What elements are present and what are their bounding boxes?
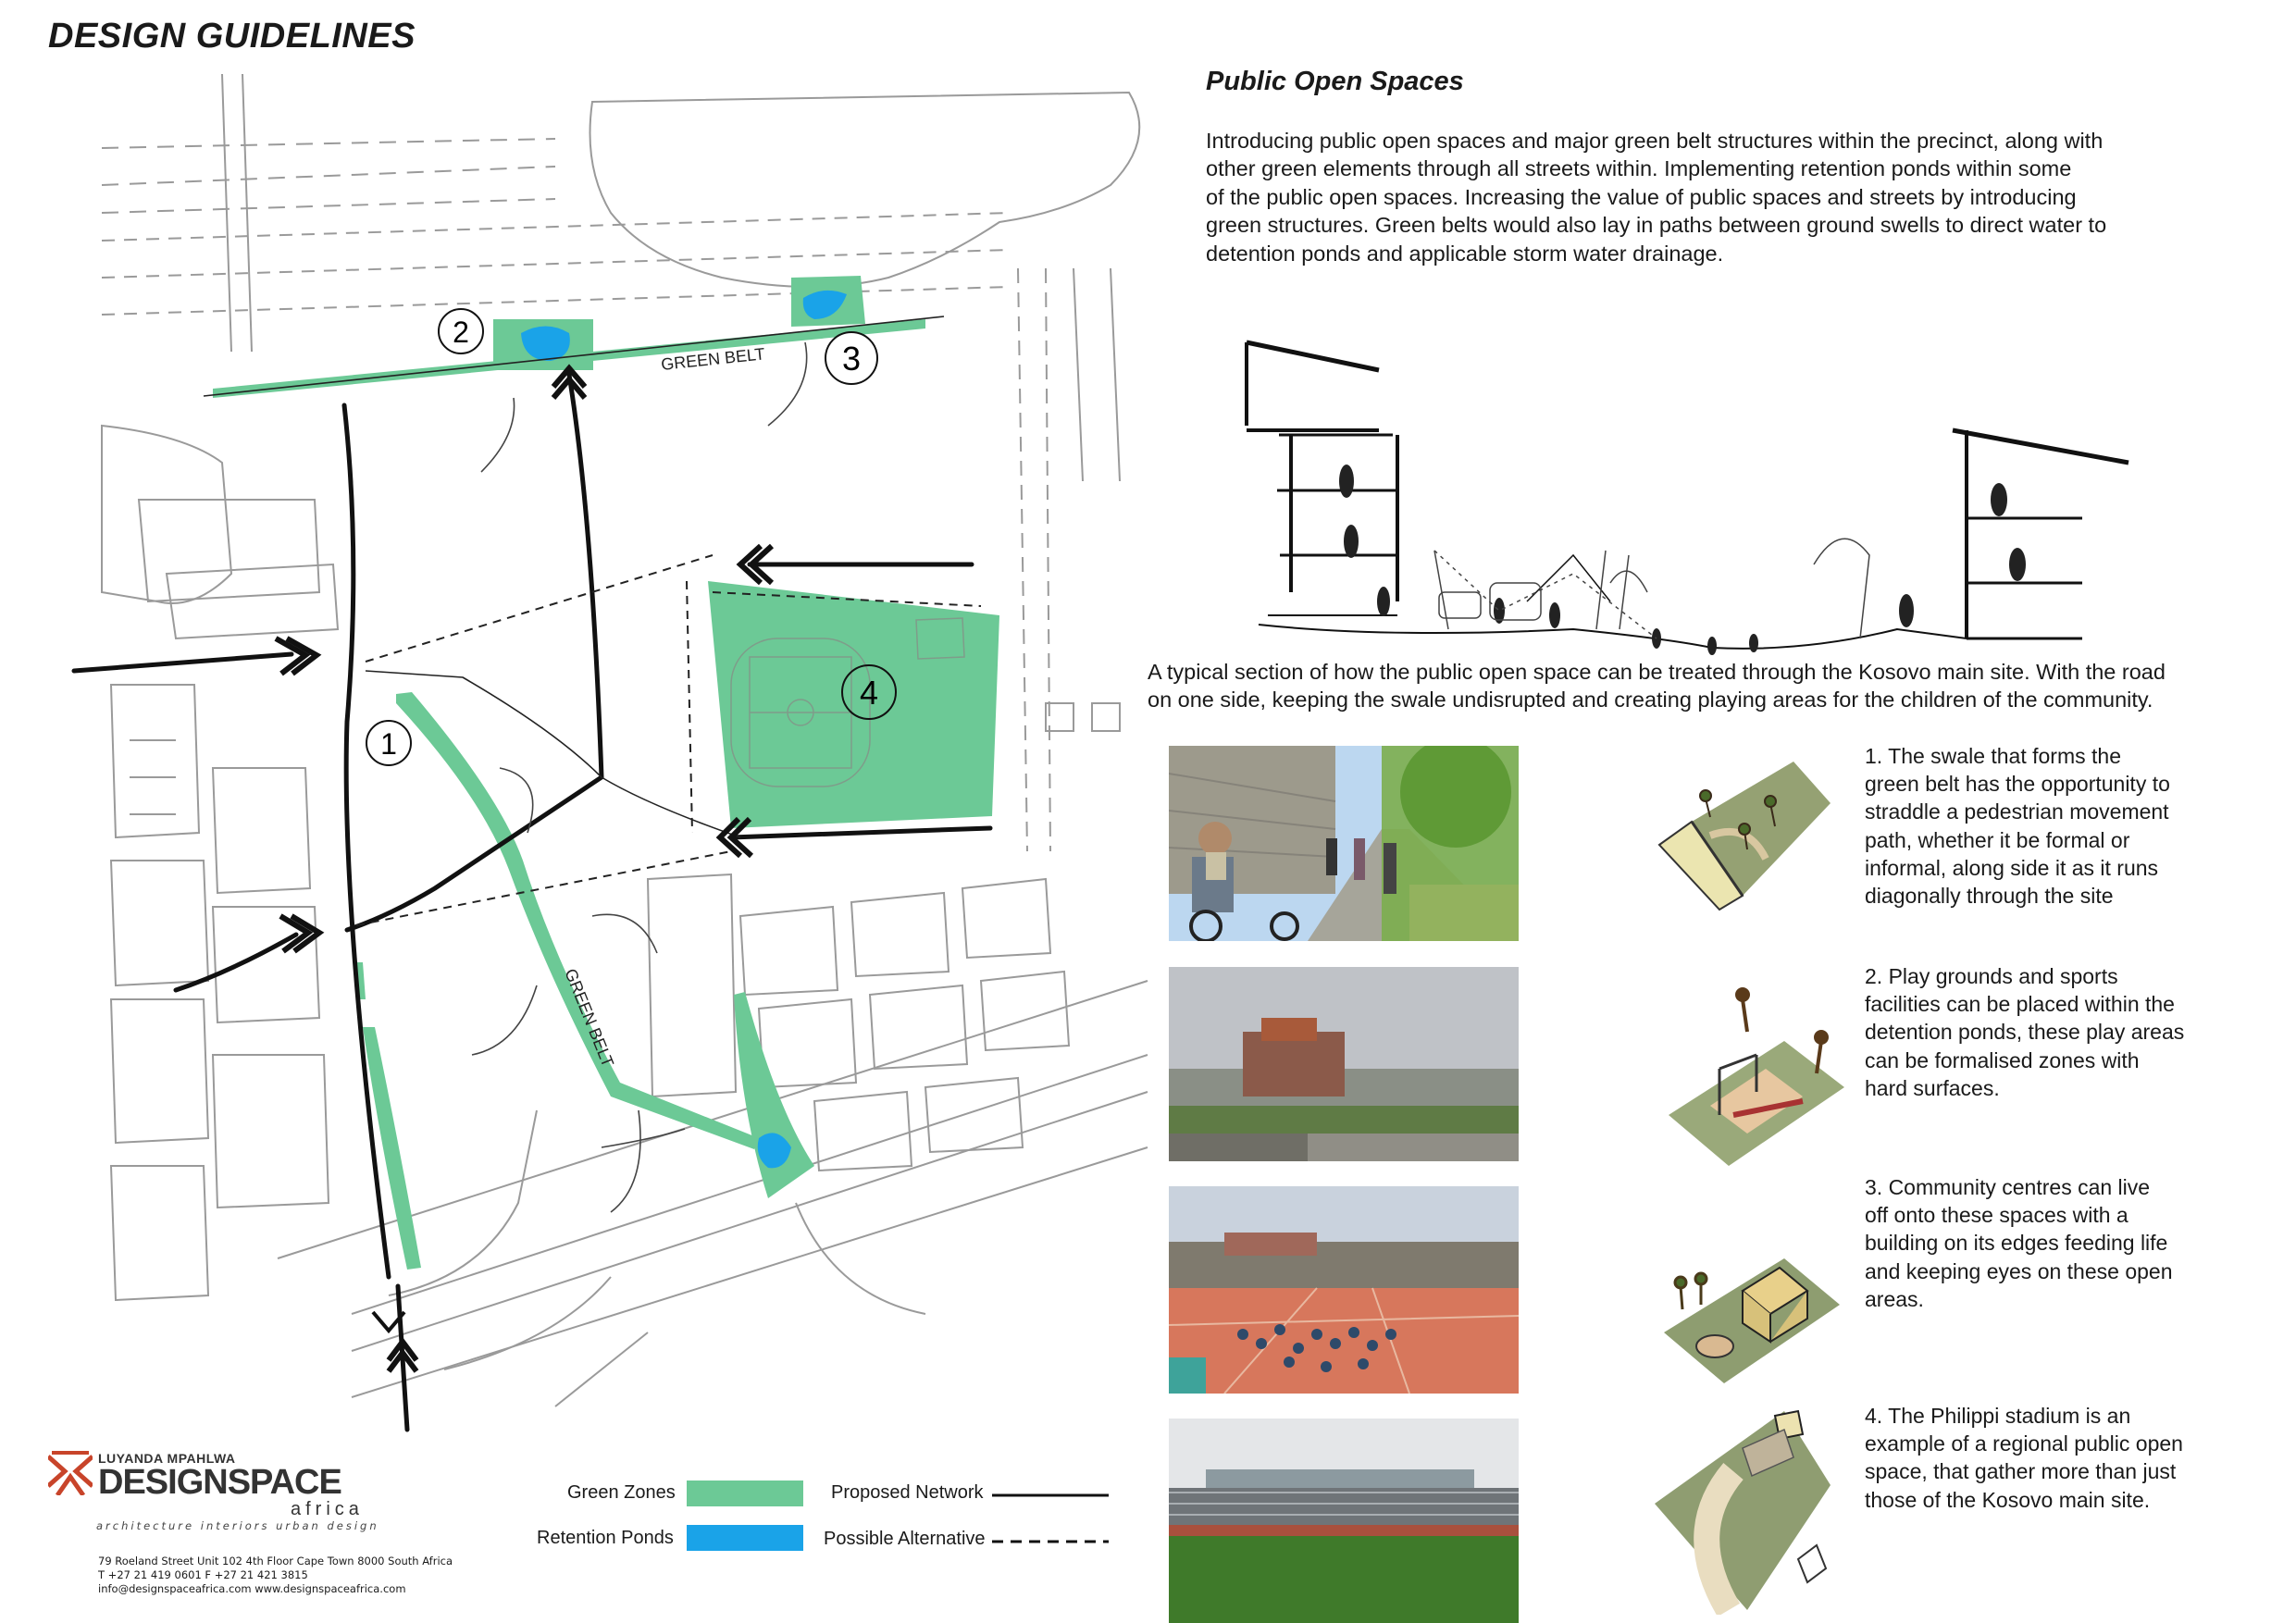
intro-line: detention ponds and applicable storm wat…: [1206, 241, 1724, 266]
logo-mark-icon: [48, 1451, 93, 1495]
marker-2: [438, 308, 484, 354]
retention-pond-3: [802, 290, 847, 319]
section-title: Public Open Spaces: [1206, 67, 1464, 96]
intro-line: other green elements through all streets…: [1206, 156, 2072, 181]
site-map: 1 2 3 4 GREEN BELT GREEN BELT: [71, 73, 1148, 1432]
retention-pond-south: [757, 1133, 791, 1169]
street-section-drawing: [1245, 340, 2129, 655]
sports-field-sketch: [730, 617, 965, 787]
logo-web: info@designspaceafrica.com www.designspa…: [98, 1582, 406, 1595]
proposed-network: [71, 372, 993, 1432]
legend-retention-ponds-swatch: [687, 1525, 803, 1551]
legend-green-zones-swatch: [687, 1481, 803, 1506]
possible-alternative: [355, 554, 982, 926]
marker-1: [366, 720, 412, 766]
page-title: DESIGN GUIDELINES: [48, 17, 416, 56]
svg-text:3: 3: [842, 340, 861, 378]
item-4-text: 4. The Philippi stadium is an example of…: [1865, 1404, 2183, 1512]
item-3-text: 3. Community centres can live off onto t…: [1865, 1175, 2173, 1311]
intro-line: Introducing public open spaces and major…: [1206, 129, 2104, 153]
logo-phone: T +27 21 419 0601 F +27 21 421 3815: [98, 1568, 308, 1581]
item-1-text: 1. The swale that forms the green belt h…: [1865, 744, 2170, 909]
green-belt-label-diagonal: GREEN BELT: [561, 966, 617, 1070]
svg-text:2: 2: [453, 316, 469, 349]
green-zone-4: [708, 581, 999, 828]
retention-ponds: [521, 290, 847, 1169]
sketch-swale-path: [1657, 762, 1831, 911]
logo-name: LUYANDA MPAHLWA: [98, 1451, 236, 1466]
water-flow-arrows: [471, 341, 808, 1213]
intro-text: Introducing public open spaces and major…: [1206, 127, 2224, 267]
legend-retention-ponds-label: Retention Ponds: [537, 1528, 674, 1548]
sketch-play-grounds: [1669, 987, 1844, 1166]
map-base-sketch: [101, 73, 1148, 1407]
sketch-stadium: [1655, 1409, 1831, 1615]
marker-3: [825, 331, 878, 385]
svg-text:1: 1: [380, 727, 397, 761]
logo-tagline: architecture interiors urban design: [96, 1519, 379, 1532]
legend-possible-alternative-line: [992, 1540, 1109, 1543]
network-arrows: [274, 364, 775, 1373]
sketch-community-centre: [1664, 1258, 1840, 1383]
logo-address: 79 Roeland Street Unit 102 4th Floor Cap…: [98, 1555, 453, 1567]
svg-text:4: 4: [860, 674, 878, 712]
retention-pond-2: [521, 326, 570, 361]
legend-green-zones-label: Green Zones: [567, 1482, 676, 1503]
photo-community-building: [1169, 967, 1519, 1161]
thin-network: [203, 316, 945, 838]
intro-line: of the public open spaces. Increasing th…: [1206, 184, 2077, 209]
company-logo: LUYANDA MPAHLWA DESIGNSPACE africa archi…: [48, 1451, 437, 1617]
legend-proposed-network-label: Proposed Network: [831, 1482, 984, 1503]
intro-line: green structures. Green belts would also…: [1206, 213, 2107, 238]
section-caption: A typical section of how the public open…: [1148, 658, 2258, 713]
logo-africa: africa: [291, 1499, 364, 1519]
caption-line: A typical section of how the public open…: [1148, 660, 2166, 684]
legend-proposed-network-line: [992, 1493, 1109, 1497]
legend-possible-alternative-label: Possible Alternative: [824, 1529, 986, 1549]
photo-stadium: [1169, 1419, 1519, 1623]
photo-playground: [1169, 1186, 1519, 1394]
green-zone-pond-south: [734, 992, 814, 1198]
marker-4: [841, 664, 897, 720]
item-2-text: 2. Play grounds and sports facilities ca…: [1865, 964, 2185, 1100]
map-markers: 1 2 3 4: [366, 308, 897, 766]
photo-pedestrian-path: [1169, 746, 1519, 941]
logo-brand: DESIGNSPACE: [98, 1463, 342, 1502]
caption-line: on one side, keeping the swale undisrupt…: [1148, 688, 2153, 712]
green-zone-west-strip: [356, 962, 421, 1270]
green-belt-diagonal: [396, 692, 759, 1149]
green-zones: [213, 276, 999, 1270]
